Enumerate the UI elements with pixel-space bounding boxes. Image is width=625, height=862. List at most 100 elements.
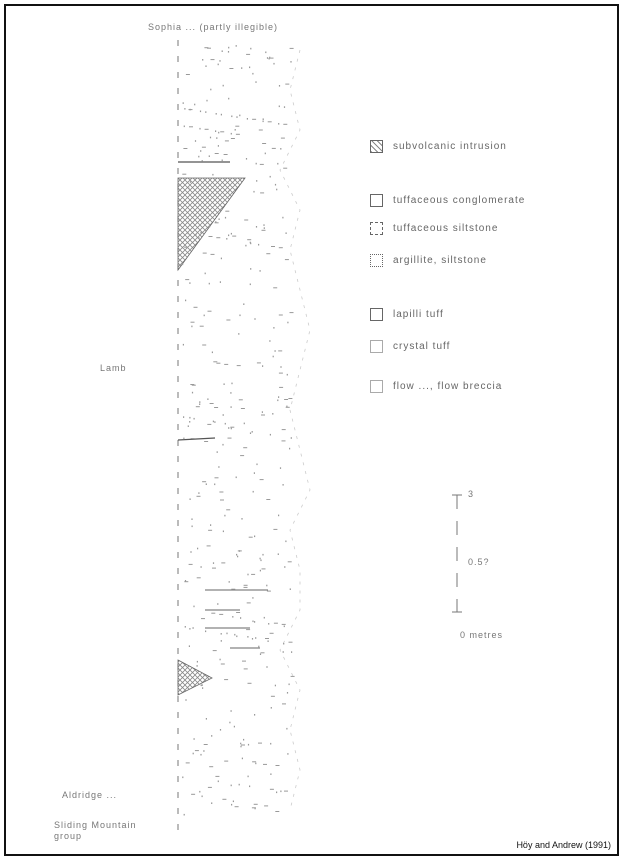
texture-mark: [260, 652, 265, 654]
texture-mark: [287, 753, 289, 755]
texture-mark: [198, 492, 200, 494]
texture-mark: [231, 382, 233, 385]
texture-mark: [193, 605, 195, 608]
texture-mark: [286, 692, 289, 694]
texture-mark: [184, 580, 187, 582]
texture-mark: [290, 675, 295, 677]
texture-mark: [189, 421, 191, 423]
texture-mark: [191, 384, 196, 386]
texture-mark: [238, 783, 240, 786]
texture-mark: [199, 325, 204, 327]
legend-swatch-flow: [370, 380, 383, 393]
texture-mark: [204, 47, 209, 49]
texture-mark: [228, 581, 230, 583]
texture-mark: [264, 805, 269, 807]
texture-mark: [210, 59, 215, 61]
texture-mark: [241, 744, 245, 746]
texture-mark: [230, 132, 232, 135]
texture-mark: [250, 47, 252, 50]
texture-mark: [216, 137, 218, 139]
scale-label-mid: 0.5?: [468, 557, 490, 567]
texture-mark: [224, 422, 226, 425]
texture-mark: [245, 158, 248, 160]
texture-mark: [274, 350, 276, 352]
texture-mark: [259, 653, 262, 655]
texture-mark: [201, 684, 203, 686]
texture-mark: [281, 623, 286, 625]
texture-mark: [252, 72, 254, 75]
texture-mark: [266, 666, 268, 668]
texture-mark: [220, 113, 222, 116]
texture-mark: [194, 140, 197, 142]
texture-mark: [239, 314, 241, 317]
texture-mark: [189, 282, 191, 284]
texture-mark: [251, 638, 254, 640]
texture-mark: [255, 162, 257, 165]
texture-mark: [273, 62, 275, 65]
texture-mark: [212, 173, 214, 176]
texture-mark: [218, 131, 220, 134]
texture-mark: [211, 351, 213, 354]
texture-mark: [268, 57, 270, 60]
texture-mark: [277, 553, 279, 555]
texture-mark: [253, 803, 258, 805]
texture-mark: [280, 137, 285, 139]
texture-mark: [237, 550, 242, 552]
texture-mark: [245, 244, 247, 247]
texture-mark: [190, 438, 195, 439]
texture-mark: [278, 85, 281, 87]
texture-mark: [190, 384, 195, 385]
texture-mark: [259, 569, 261, 572]
legend-label-lapilli: lapilli tuff: [393, 309, 444, 320]
texture-mark: [261, 568, 266, 570]
texture-mark: [212, 420, 214, 423]
texture-mark: [218, 218, 220, 220]
texture-mark: [282, 216, 284, 219]
texture-mark: [273, 327, 275, 329]
texture-mark: [204, 272, 206, 275]
texture-mark: [191, 391, 194, 394]
texture-mark: [254, 714, 256, 716]
texture-mark: [281, 429, 286, 431]
texture-mark: [230, 392, 232, 394]
texture-mark: [189, 498, 191, 500]
texture-mark: [231, 588, 236, 590]
legend-label-intrusion: subvolcanic intrusion: [393, 141, 507, 152]
texture-mark: [219, 281, 221, 283]
texture-mark: [283, 642, 285, 645]
texture-mark: [252, 490, 254, 493]
texture-mark: [200, 566, 202, 568]
texture-mark: [205, 111, 207, 113]
texture-mark: [287, 561, 292, 563]
texture-mark: [200, 150, 202, 152]
texture-mark: [217, 63, 219, 66]
texture-mark: [244, 219, 249, 221]
texture-mark: [185, 74, 190, 75]
texture-mark: [199, 401, 201, 403]
texture-mark: [183, 148, 188, 149]
texture-mark: [240, 408, 245, 409]
texture-mark: [249, 66, 251, 69]
texture-mark: [214, 477, 219, 479]
texture-mark: [235, 177, 237, 180]
texture-mark: [278, 314, 283, 316]
texture-mark: [182, 102, 184, 104]
texture-mark: [209, 136, 212, 139]
texture-mark: [182, 343, 184, 346]
texture-mark: [256, 362, 261, 364]
texture-mark: [232, 616, 234, 618]
unit-label: Lamb: [100, 363, 127, 373]
texture-mark: [189, 628, 191, 630]
texture-mark: [183, 416, 185, 418]
texture-mark: [242, 660, 246, 662]
texture-mark: [255, 81, 257, 83]
texture-mark: [286, 373, 288, 376]
texture-mark: [225, 210, 230, 212]
texture-mark: [236, 635, 238, 638]
texture-mark: [227, 437, 232, 439]
legend-swatch-lapilli: [370, 308, 383, 321]
texture-mark: [224, 140, 229, 142]
texture-mark: [249, 241, 251, 244]
texture-mark: [201, 618, 205, 620]
texture-mark: [282, 651, 284, 653]
